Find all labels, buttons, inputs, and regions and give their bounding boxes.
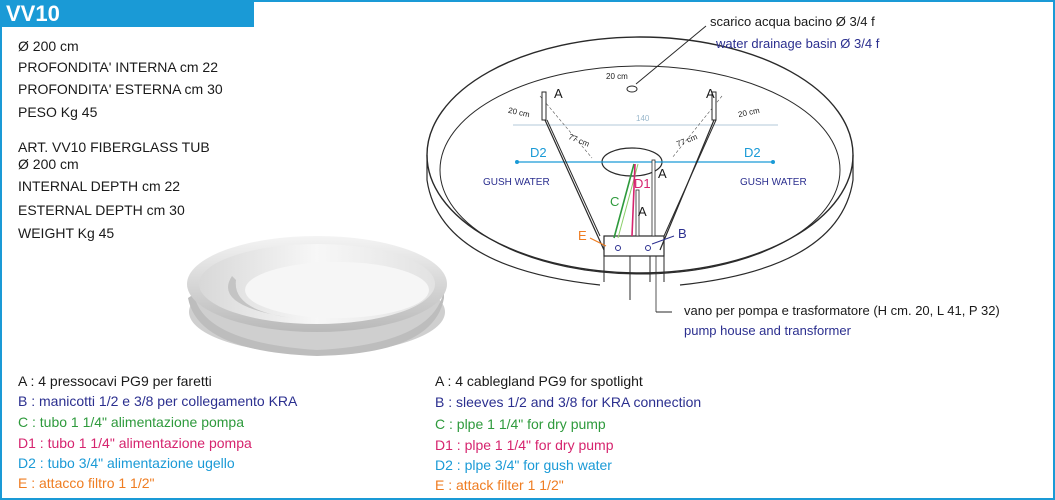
label-a-center: A bbox=[658, 166, 667, 181]
legend-en-c: C : plpe 1 1/4" for dry pump bbox=[435, 416, 606, 432]
legend-en-b: B : sleeves 1/2 and 3/8 for KRA connecti… bbox=[435, 394, 702, 410]
c-pipe-line bbox=[613, 163, 635, 239]
spec-internal-depth-en: INTERNAL DEPTH cm 22 bbox=[18, 178, 181, 194]
legend-it-e: E : attacco filtro 1 1/2" bbox=[18, 475, 155, 491]
d2-label-left: D2 bbox=[530, 145, 547, 160]
legend-it-d1: D1 : tubo 1 1/4" alimentazione pompa bbox=[18, 435, 252, 451]
pump-house-label-en: pump house and transformer bbox=[684, 323, 851, 338]
legend-it-c: C : tubo 1 1/4" alimentazione pompa bbox=[18, 414, 244, 430]
tub-inner-rim bbox=[439, 65, 841, 275]
product-code: VV10 bbox=[6, 1, 60, 26]
pump-housing bbox=[603, 235, 665, 257]
spec-external-depth-en: ESTERNAL DEPTH cm 30 bbox=[18, 202, 185, 218]
drain-label-en: water drainage basin Ø 3/4 f bbox=[716, 36, 880, 51]
drain-hole bbox=[626, 85, 638, 93]
spec-external-depth-it: PROFONDITA' ESTERNA cm 30 bbox=[18, 81, 223, 97]
label-c: C bbox=[610, 194, 620, 209]
tub-technical-diagram bbox=[426, 25, 854, 313]
drain-label-it: scarico acqua bacino Ø 3/4 f bbox=[710, 14, 875, 29]
label-b: B bbox=[678, 226, 687, 241]
legend-en-d2: D2 : plpe 3/4" for gush water bbox=[435, 457, 612, 473]
spec-weight-en: WEIGHT Kg 45 bbox=[18, 225, 115, 241]
d1-pipe-line bbox=[631, 163, 636, 237]
spec-diameter-it: Ø 200 cm bbox=[18, 38, 79, 54]
label-a-left: A bbox=[554, 86, 563, 101]
gush-water-left: GUSH WATER bbox=[483, 177, 550, 188]
label-e: E bbox=[578, 228, 587, 243]
label-d1: D1 bbox=[634, 176, 651, 191]
spec-internal-depth-it: PROFONDITA' INTERNA cm 22 bbox=[18, 59, 218, 75]
spec-weight-it: PESO Kg 45 bbox=[18, 104, 98, 120]
label-a-right: A bbox=[706, 86, 715, 101]
legend-it-b: B : manicotti 1/2 e 3/8 per collegamento… bbox=[18, 393, 298, 409]
legend-it-d2: D2 : tubo 3/4" alimentazione ugello bbox=[18, 455, 235, 471]
dim-20-top: 20 cm bbox=[606, 72, 628, 81]
gush-water-right: GUSH WATER bbox=[740, 177, 807, 188]
spec-article-en: ART. VV10 FIBERGLASS TUB bbox=[18, 139, 210, 155]
pump-house-label-it: vano per pompa e trasformatore (H cm. 20… bbox=[684, 303, 1000, 318]
legend-en-d1: D1 : plpe 1 1/4" for dry pump bbox=[435, 437, 614, 453]
spec-diameter-en: Ø 200 cm bbox=[18, 156, 79, 172]
dim-140: 140 bbox=[636, 114, 650, 123]
legend-it-a: A : 4 pressocavi PG9 per faretti bbox=[18, 373, 212, 389]
tub-photo bbox=[187, 236, 447, 356]
legend-en-e: E : attack filter 1 1/2" bbox=[435, 477, 564, 493]
title-bar: VV10 bbox=[0, 0, 254, 27]
legend-en-a: A : 4 cablegland PG9 for spotlight bbox=[435, 373, 643, 389]
d2-label-right: D2 bbox=[744, 145, 761, 160]
label-a-lower: A bbox=[638, 204, 647, 219]
